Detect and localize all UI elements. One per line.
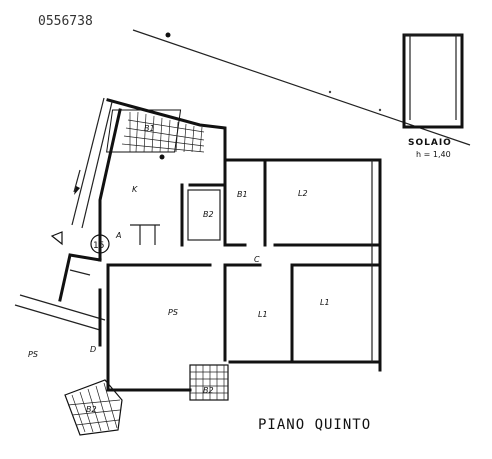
label-l1-left: L1	[258, 310, 268, 319]
marker-c: C	[254, 255, 260, 264]
solaio-label: SOLAIO	[408, 138, 452, 148]
label-ps-left: PS	[28, 350, 38, 359]
label-b2-bottom: B2	[203, 386, 214, 395]
marker-d: D	[90, 345, 96, 354]
label-b1-top: B1	[144, 124, 155, 133]
solaio-height: h = 1,40	[416, 150, 451, 159]
solaio-section: SOLAIO h = 1,40	[402, 33, 464, 159]
floor-title: PIANO QUINTO	[258, 417, 371, 433]
label-k: K	[132, 185, 138, 194]
label-l1-right: L1	[320, 298, 330, 307]
line-speck	[328, 90, 332, 94]
marker-a: A	[115, 231, 121, 240]
unit-circle	[90, 234, 110, 254]
upper-wing	[71, 97, 227, 262]
entry-arrow	[50, 231, 63, 246]
label-b2: B2	[203, 210, 214, 219]
direction-arrow	[74, 186, 80, 195]
label-b1: B1	[237, 190, 248, 199]
line-speck	[378, 108, 382, 112]
label-ps-main: PS	[168, 308, 178, 317]
label-l2: L2	[298, 189, 308, 198]
central-walls	[106, 158, 382, 392]
boundary-dot	[159, 154, 165, 160]
bottom-hatched-areas	[64, 364, 229, 436]
left-wing: 15	[14, 231, 110, 347]
label-b2-lower: B2	[86, 405, 97, 414]
boundary-dot	[165, 32, 171, 38]
unit-number: 15	[93, 241, 104, 251]
document-code: 0556738	[38, 14, 93, 29]
